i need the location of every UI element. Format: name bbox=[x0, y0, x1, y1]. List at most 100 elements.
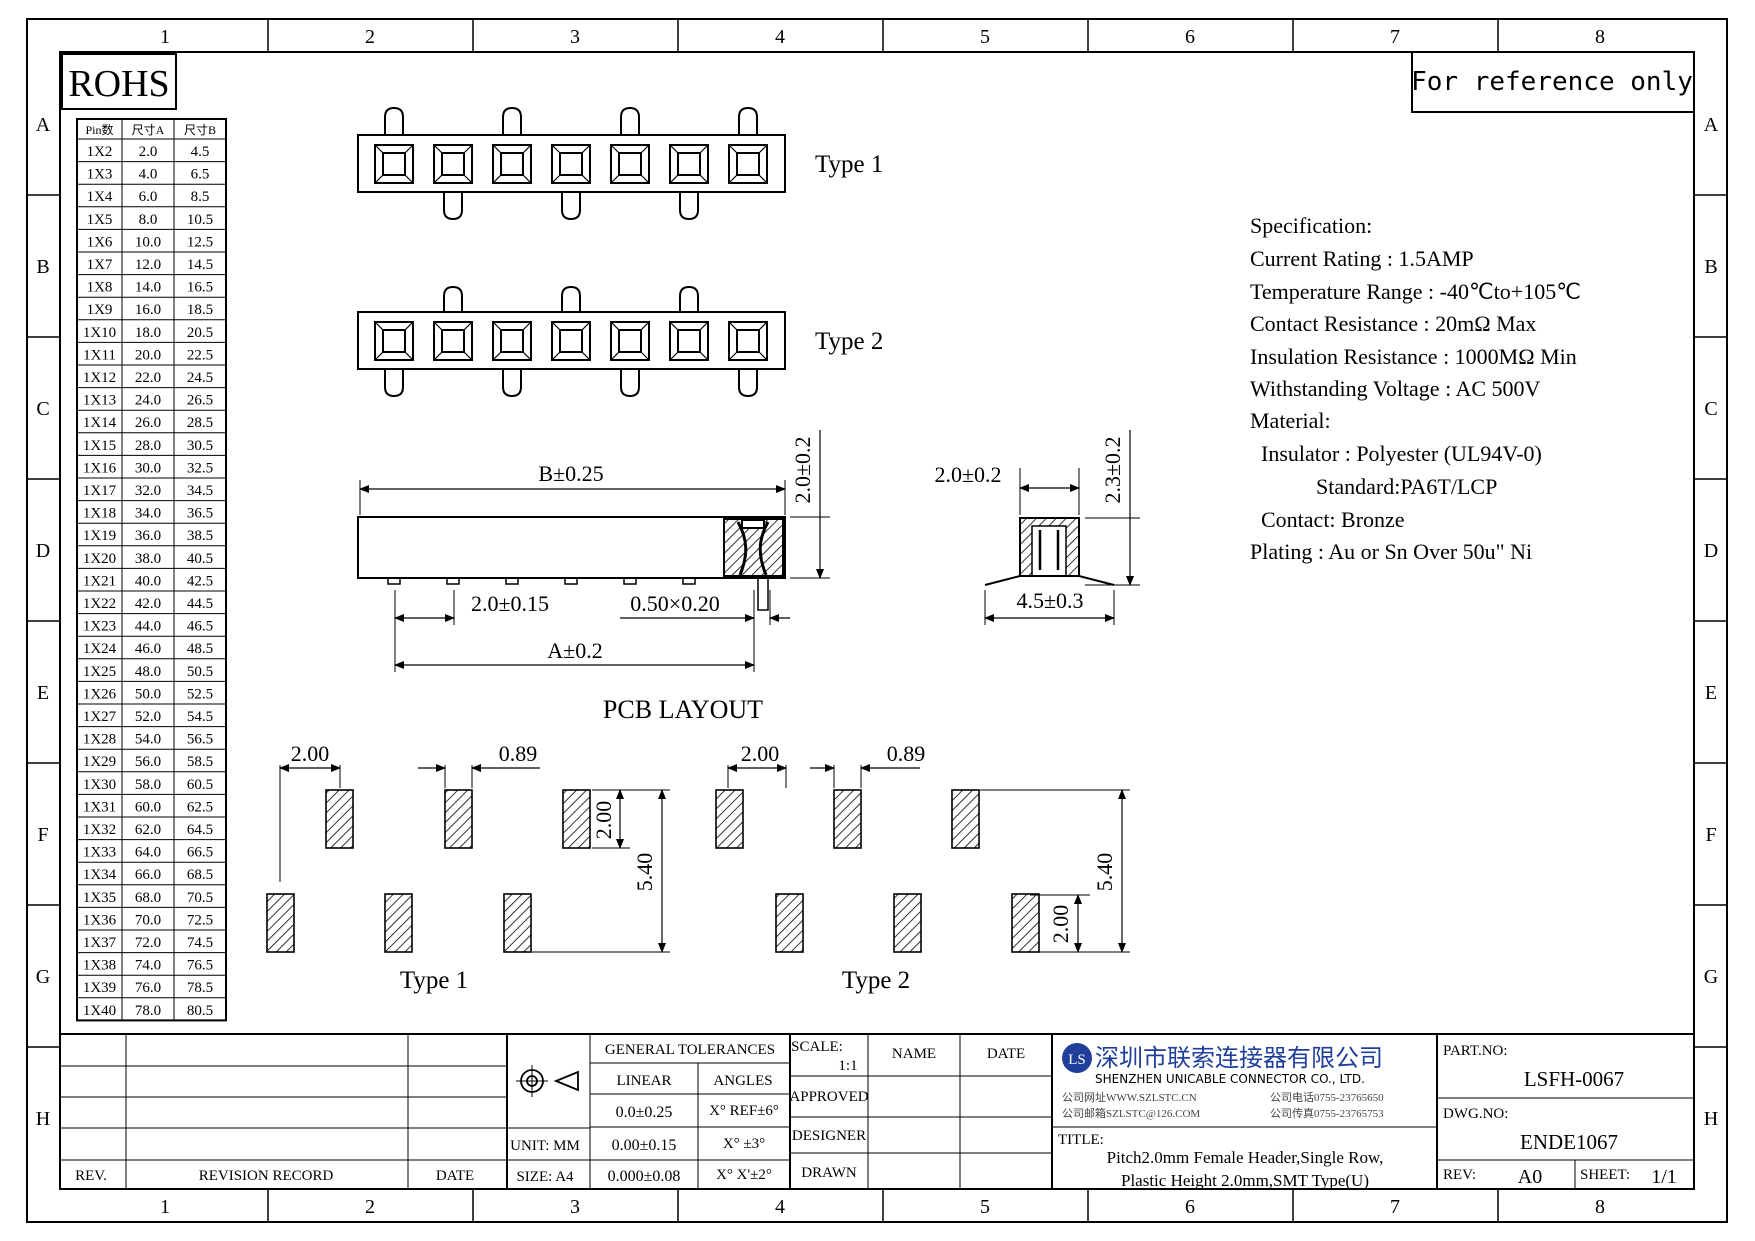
spec-line: Insulator : Polyester (UL94V-0) bbox=[1250, 441, 1542, 466]
table-cell: 1X13 bbox=[83, 393, 116, 409]
table-cell: 66.0 bbox=[135, 867, 161, 883]
table-cell: 8.5 bbox=[191, 189, 210, 205]
linear-label: LINEAR bbox=[617, 1073, 672, 1089]
table-cell: 1X6 bbox=[87, 234, 113, 250]
pcb-dim-pitch: 2.00 bbox=[741, 741, 780, 766]
table-cell: 20.5 bbox=[187, 325, 213, 341]
table-cell: 60.5 bbox=[187, 777, 213, 793]
column-label: 1 bbox=[160, 1196, 170, 1218]
table-cell: 28.5 bbox=[187, 415, 213, 431]
title-line-1: Pitch2.0mm Female Header,Single Row, bbox=[1107, 1148, 1384, 1167]
dim-side-height: 2.0±0.2 bbox=[790, 436, 815, 503]
table-cell: 42.5 bbox=[187, 573, 213, 589]
table-cell: 34.5 bbox=[187, 483, 213, 499]
row-label: A bbox=[1704, 114, 1719, 136]
table-cell: 6.5 bbox=[191, 167, 210, 183]
column-label: 8 bbox=[1595, 26, 1605, 48]
table-cell: 4.0 bbox=[139, 167, 158, 183]
table-cell: 16.5 bbox=[187, 280, 213, 296]
table-cell: 76.5 bbox=[187, 958, 213, 974]
table-cell: 20.0 bbox=[135, 347, 161, 363]
general-tolerances-label: GENERAL TOLERANCES bbox=[605, 1042, 775, 1058]
sheet-label: SHEET: bbox=[1580, 1167, 1630, 1183]
table-cell: 12.5 bbox=[187, 234, 213, 250]
column-label: 6 bbox=[1185, 1196, 1195, 1218]
table-cell: 10.0 bbox=[135, 234, 161, 250]
row-label: F bbox=[37, 824, 48, 846]
table-cell: 1X19 bbox=[83, 528, 116, 544]
reference-note-box bbox=[1411, 51, 1695, 113]
dim-end-height: 2.3±0.2 bbox=[1100, 436, 1125, 503]
table-cell: 56.0 bbox=[135, 754, 161, 770]
table-header: 尺寸A bbox=[132, 123, 165, 137]
pcb-dim-pad-width: 0.89 bbox=[887, 741, 926, 766]
table-cell: 1X17 bbox=[83, 483, 117, 499]
company-name-cn: 深圳市联索连接器有限公司 bbox=[1095, 1044, 1383, 1072]
table-cell: 1X14 bbox=[83, 415, 117, 431]
table-cell: 26.5 bbox=[187, 393, 213, 409]
spec-line: Contact: Bronze bbox=[1250, 507, 1405, 532]
row-label: C bbox=[1704, 398, 1717, 420]
tol-linear: 0.000±0.08 bbox=[608, 1168, 681, 1185]
table-header: Pin数 bbox=[85, 122, 113, 137]
row-label: H bbox=[1704, 1108, 1718, 1130]
unit-label: UNIT: MM bbox=[510, 1138, 580, 1154]
approved-label: APPROVED bbox=[789, 1089, 868, 1105]
table-cell: 78.5 bbox=[187, 980, 213, 996]
table-cell: 2.0 bbox=[139, 144, 158, 160]
table-cell: 16.0 bbox=[135, 302, 161, 318]
table-cell: 1X36 bbox=[83, 912, 117, 928]
table-cell: 1X29 bbox=[83, 754, 116, 770]
pcb-pad bbox=[951, 789, 980, 849]
dim-pitch: 2.0±0.15 bbox=[471, 591, 549, 616]
pcb-type2-label: Type 2 bbox=[842, 967, 910, 994]
table-cell: 1X31 bbox=[83, 799, 116, 815]
table-cell: 1X27 bbox=[83, 709, 117, 725]
table-cell: 54.0 bbox=[135, 732, 161, 748]
type2-top-view bbox=[357, 285, 786, 398]
table-cell: 1X24 bbox=[83, 641, 117, 657]
spec-line: Temperature Range : -40℃to+105℃ bbox=[1250, 279, 1581, 304]
table-cell: 18.0 bbox=[135, 325, 161, 341]
table-cell: 50.0 bbox=[135, 686, 161, 702]
tol-angle: X° X'±2° bbox=[716, 1167, 772, 1183]
table-cell: 1X18 bbox=[83, 506, 116, 522]
table-cell: 1X37 bbox=[83, 935, 117, 951]
row-label: G bbox=[1704, 966, 1718, 988]
table-cell: 1X11 bbox=[83, 347, 116, 363]
table-cell: 1X4 bbox=[87, 189, 113, 205]
table-header: 尺寸B bbox=[184, 123, 216, 137]
table-cell: 38.5 bbox=[187, 528, 213, 544]
table-cell: 1X33 bbox=[83, 845, 116, 861]
title-label: TITLE: bbox=[1058, 1132, 1104, 1148]
table-cell: 1X30 bbox=[83, 777, 116, 793]
pcb-pads bbox=[266, 789, 1040, 953]
pcb-pad bbox=[503, 893, 532, 953]
row-label: D bbox=[1704, 540, 1718, 562]
table-cell: 34.0 bbox=[135, 506, 161, 522]
pcb-dim-pad-length: 2.00 bbox=[1048, 905, 1073, 944]
type1-top-view bbox=[357, 106, 786, 221]
table-cell: 40.5 bbox=[187, 551, 213, 567]
company-fax: 公司传真0755-23765753 bbox=[1270, 1106, 1384, 1120]
table-cell: 46.0 bbox=[135, 641, 161, 657]
table-cell: 44.0 bbox=[135, 619, 161, 635]
company-email: 公司邮箱SZLSTC@126.COM bbox=[1062, 1106, 1200, 1120]
type1-label: Type 1 bbox=[815, 151, 883, 178]
table-cell: 1X9 bbox=[87, 302, 113, 318]
table-cell: 10.5 bbox=[187, 212, 213, 228]
table-cell: 1X26 bbox=[83, 686, 117, 702]
table-cell: 66.5 bbox=[187, 845, 213, 861]
spec-line: Plating : Au or Sn Over 50u" Ni bbox=[1250, 539, 1532, 564]
tol-angle: X° REF±6° bbox=[709, 1103, 779, 1119]
company-name-en: SHENZHEN UNICABLE CONNECTOR CO., LTD. bbox=[1095, 1072, 1365, 1086]
rohs-box bbox=[61, 53, 177, 110]
outer-frame bbox=[26, 18, 1728, 1223]
row-label: B bbox=[1704, 256, 1717, 278]
table-cell: 24.5 bbox=[187, 370, 213, 386]
type2-label: Type 2 bbox=[815, 328, 883, 355]
table-cell: 54.5 bbox=[187, 709, 213, 725]
row-zone-ticks bbox=[27, 194, 1727, 1048]
pcb-dim-pitch: 2.00 bbox=[291, 741, 330, 766]
